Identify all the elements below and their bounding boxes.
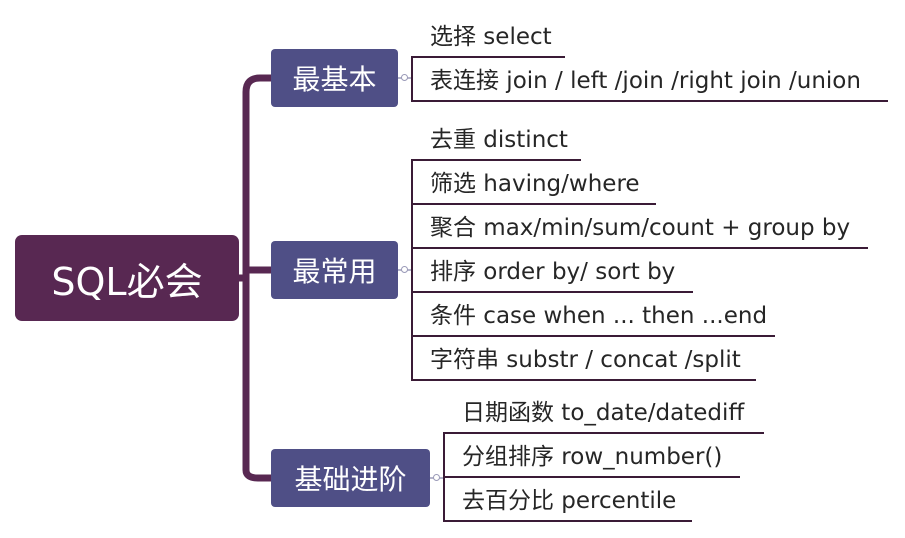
branch-1-bracket	[411, 56, 413, 102]
leaf-item[interactable]: 排序 order by/ sort by	[412, 249, 693, 293]
leaf-label: 字符串 substr / concat /split	[430, 347, 741, 373]
leaf-label: 筛选 having/where	[430, 171, 640, 197]
leaf-item[interactable]: 选择 select	[412, 14, 565, 58]
leaf-item[interactable]: 日期函数 to_date/datediff	[444, 390, 764, 434]
leaf-label: 分组排序 row_number()	[462, 444, 723, 470]
root-node[interactable]: SQL必会	[15, 235, 239, 321]
trunk-line	[235, 74, 275, 482]
leaf-label: 日期函数 to_date/datediff	[462, 400, 745, 426]
leaf-label: 表连接 join / left /join /right join /union	[430, 68, 861, 94]
branch-label: 最常用	[292, 255, 377, 288]
branch-label: 最基本	[292, 63, 377, 96]
branch-3-collapse-dot[interactable]	[433, 474, 440, 481]
leaf-item[interactable]: 去百分比 percentile	[444, 478, 692, 522]
branch-node-basic[interactable]: 最基本	[271, 49, 398, 107]
leaf-label: 聚合 max/min/sum/count + group by	[430, 215, 851, 241]
branch-2-bracket	[411, 159, 413, 381]
branch-label: 基础进阶	[294, 463, 407, 496]
branch-node-common[interactable]: 最常用	[271, 241, 398, 299]
root-label: SQL必会	[51, 259, 203, 304]
leaf-item[interactable]: 筛选 having/where	[412, 161, 656, 205]
leaf-label: 去百分比 percentile	[462, 488, 677, 514]
leaf-label: 条件 case when ... then ...end	[430, 303, 768, 329]
leaf-item[interactable]: 条件 case when ... then ...end	[412, 293, 775, 337]
leaf-label: 去重 distinct	[430, 127, 568, 153]
leaf-label: 排序 order by/ sort by	[430, 259, 676, 285]
branch-1-collapse-dot[interactable]	[401, 74, 408, 81]
leaf-item[interactable]: 表连接 join / left /join /right join /union	[412, 58, 888, 102]
leaf-item[interactable]: 字符串 substr / concat /split	[412, 337, 756, 381]
branch-2-collapse-dot[interactable]	[401, 266, 408, 273]
leaf-label: 选择 select	[430, 24, 552, 50]
leaf-item[interactable]: 分组排序 row_number()	[444, 434, 740, 478]
leaf-item[interactable]: 去重 distinct	[412, 117, 581, 161]
branch-node-advanced[interactable]: 基础进阶	[271, 449, 430, 507]
leaf-item[interactable]: 聚合 max/min/sum/count + group by	[412, 205, 868, 249]
